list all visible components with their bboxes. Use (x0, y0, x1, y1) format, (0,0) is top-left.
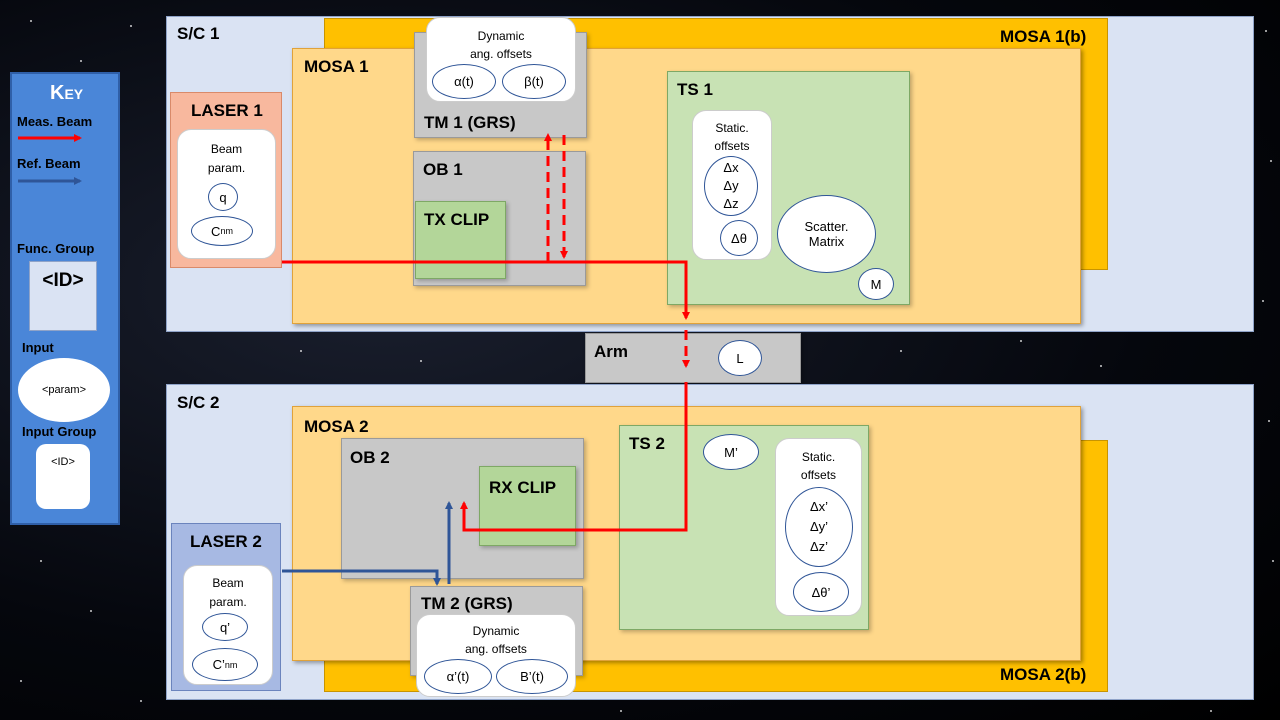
key-func-group-label: Func. Group (17, 241, 95, 256)
laser1-q-input: q (208, 183, 238, 211)
ts1-scatter-text: Scatter. (804, 219, 849, 234)
mosa2b-label: MOSA 2(b) (1000, 665, 1087, 684)
key-ref-beam-label: Ref. Beam (17, 156, 81, 171)
laser2-q-label: q’ (219, 619, 231, 635)
ob2-title: OB 2 (350, 448, 390, 467)
key-meas-beam-label: Meas. Beam (17, 114, 93, 129)
ts2-dtheta: Δθ’ (811, 584, 831, 600)
tm1-beta-input: β(t) (502, 64, 566, 99)
key-func-group-id: <ID> (42, 270, 84, 291)
laser1-beam-text: Beam (210, 142, 243, 156)
ts2-offsets-text: offsets (800, 468, 837, 482)
key-func-group-box: <ID> (29, 261, 97, 331)
ob1-title: OB 1 (423, 160, 463, 179)
laser2-c-label: C’ (212, 657, 225, 672)
ts2-title: TS 2 (629, 434, 665, 453)
arm-box (585, 333, 801, 383)
sc1-label: S/C 1 (177, 24, 220, 43)
mosa1b-label: MOSA 1(b) (1000, 27, 1087, 46)
tm2-beta-label: Β’(t) (520, 669, 544, 684)
ts1-title: TS 1 (677, 80, 713, 99)
arm-label: Arm (594, 342, 629, 361)
key-title: Key (50, 82, 84, 104)
ts2-dx: Δx’ (809, 499, 829, 514)
laser1-param-text: param. (207, 161, 246, 175)
ts2-dy: Δy’ (809, 519, 829, 534)
tm1-alpha-input: α(t) (432, 64, 496, 99)
tx-clip-title: TX CLIP (424, 210, 490, 229)
tm2-title: TM 2 (GRS) (421, 594, 513, 613)
key-input-group-id: <ID> (51, 456, 75, 468)
arm-l-input: L (718, 340, 762, 376)
laser2-param-text: param. (209, 595, 247, 609)
ts1-m: M (870, 276, 882, 292)
key-input-oval: <param> (18, 358, 110, 422)
laser2-c-input: C’nm (192, 648, 258, 681)
ts1-dz: Δz (723, 196, 739, 211)
ts2-dz: Δz’ (809, 539, 829, 554)
key-input-param: <param> (41, 384, 87, 396)
laser2-beam-text: Beam (212, 576, 244, 590)
laser2-q-input: q’ (202, 613, 248, 641)
mosa1-label: MOSA 1 (304, 57, 369, 76)
ts1-xyz-input: Δx Δy Δz (704, 156, 758, 216)
laser2-c-subscript: nm (224, 659, 238, 670)
laser2-title: LASER 2 (190, 532, 262, 551)
ts1-dtheta: Δθ (731, 230, 747, 246)
meas-beam-to-rx-clip (460, 382, 688, 532)
ts2-m-input: M’ (703, 434, 759, 470)
tm1-dynamic-text: Dynamic (477, 29, 525, 43)
tm2-alpha-input: α’(t) (424, 659, 492, 694)
ts2-dtheta-input: Δθ’ (793, 572, 849, 612)
ts1-matrix-text: Matrix (808, 234, 845, 249)
ts1-dx: Δx (723, 160, 739, 175)
laser1-c-subscript: nm (220, 226, 233, 236)
tm2-alpha-label: α’(t) (446, 669, 470, 684)
ts1-dtheta-input: Δθ (720, 220, 758, 256)
laser1-title: LASER 1 (191, 101, 263, 120)
ts1-scatter-matrix: Scatter. Matrix (777, 195, 876, 273)
ref-beam-laser2 (282, 569, 441, 586)
laser1-q-label: q (219, 189, 227, 205)
rx-clip-box (479, 466, 576, 546)
tm2-dynamic-text: Dynamic (472, 624, 520, 638)
tm1-alpha-label: α(t) (454, 74, 474, 89)
ts1-dy: Δy (723, 178, 739, 193)
tm2-beta-input: Β’(t) (496, 659, 568, 694)
key-input-group-label: Input Group (22, 424, 97, 439)
key-input-group-box: <ID> (36, 444, 90, 509)
arm-l: L (736, 350, 744, 366)
ts1-offsets-text: offsets (714, 139, 750, 153)
tx-clip-box (415, 201, 506, 279)
sc2-label: S/C 2 (177, 393, 220, 412)
meas-beam-laser1-to-arm (282, 260, 690, 320)
rx-clip-title: RX CLIP (489, 478, 557, 497)
ts2-m: M’ (724, 444, 738, 460)
ts2-xyz-input: Δx’ Δy’ Δz’ (785, 487, 853, 567)
ts1-m-input: M (858, 268, 894, 300)
key-panel: Key Meas. Beam Ref. Beam Func. Group <ID… (10, 72, 120, 525)
mosa2-label: MOSA 2 (304, 417, 369, 436)
tm2-angoffsets-text: ang. offsets (465, 642, 527, 656)
laser1-c-label: C (211, 223, 221, 239)
key-input-label: Input (22, 340, 54, 355)
ts1-static-text: Static. (715, 121, 749, 135)
tm1-angoffsets-text: ang. offsets (470, 47, 532, 61)
tm1-title: TM 1 (GRS) (424, 113, 516, 132)
tm1-beta-label: β(t) (524, 74, 544, 89)
ts2-static-text: Static. (801, 450, 836, 464)
